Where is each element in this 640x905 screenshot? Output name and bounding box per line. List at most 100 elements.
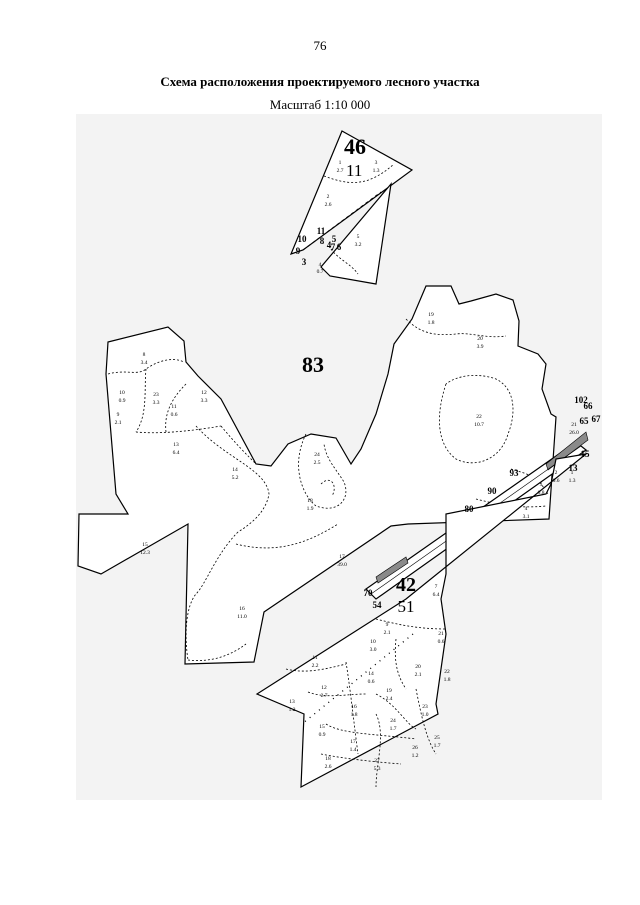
plot-label-id: 26	[412, 745, 418, 751]
plot-label-id: 17	[350, 739, 356, 745]
corridor-label: 66	[584, 401, 594, 411]
plot-label-area: 2.7	[321, 693, 328, 699]
plot-label-id: 19	[428, 312, 434, 318]
plot-label-area: 1.9	[307, 506, 314, 512]
plot-label-id: 22	[476, 414, 482, 420]
plot-label-id: 10	[119, 390, 125, 396]
plot-label-area: 6.4	[173, 450, 180, 456]
plot-label-id: 23	[153, 392, 159, 398]
plot-label-area: 3.9	[477, 344, 484, 350]
corridor-label: 13	[569, 463, 579, 473]
plot-label-area: 1.7	[434, 743, 441, 749]
corridor-label: 80	[465, 504, 475, 514]
plot-label-area: 1.0	[422, 712, 429, 718]
plot-label-id: 20	[415, 664, 421, 670]
corridor-label: 11	[317, 226, 326, 236]
plot-label-id: 11	[171, 404, 177, 410]
corridor-label: 7	[331, 242, 336, 252]
plot-label-area: 26.0	[569, 430, 579, 436]
plot-label-area: 3.3	[153, 400, 160, 406]
plot-label-area: 12.3	[140, 550, 150, 556]
corridor-label: 70	[364, 588, 374, 598]
parcel-46-lower	[320, 181, 392, 285]
parcel-42	[255, 453, 589, 789]
corridor-hatched-segment	[375, 556, 409, 584]
plot-label-area: 1.3	[569, 478, 576, 484]
corridor-label: 8	[320, 236, 325, 246]
corridor-label: 3	[302, 257, 307, 267]
plot-label-area: 39.0	[337, 562, 347, 568]
plot-label-id: 9	[117, 412, 120, 418]
corridor-labels: 10 11 8 5 9 4 7 6 3 70 54 102 67 66 65 1…	[296, 226, 601, 610]
plot-label-area: 3.0	[370, 647, 377, 653]
page-number: 76	[313, 38, 327, 53]
corridor-label: 4	[327, 240, 332, 250]
corridor-label: 65	[580, 416, 590, 426]
plot-label-id: 13	[289, 699, 295, 705]
plot-label-area: 3.1	[523, 514, 530, 520]
plot-label-area: 1.8	[444, 677, 451, 683]
plot-label-area: 0.6	[368, 679, 375, 685]
plot-label-area: 5.2	[232, 475, 239, 481]
quarter-42-number: 42	[396, 574, 416, 596]
plot-label-id: 10	[370, 639, 376, 645]
parcel-42-inner-boundaries	[285, 618, 447, 788]
plot-label-area: 2.2	[312, 663, 319, 669]
parcel-83-inner-boundaries	[107, 318, 549, 661]
plot-label-id: 16	[351, 704, 357, 710]
corridor-label: 93	[510, 468, 520, 478]
plot-label-id: 12	[201, 390, 207, 396]
plot-label-id: 18	[325, 756, 331, 762]
plot-label-area: 1.3	[373, 168, 380, 174]
plot-label-area: 1.7	[390, 726, 397, 732]
plot-label-area: 2.5	[314, 460, 321, 466]
plot-label-id: 4	[525, 506, 528, 512]
corridor-label: 90	[488, 486, 498, 496]
plot-label-area: 0.6	[171, 412, 178, 418]
plot-label-id: 3	[540, 482, 543, 488]
plot-label-area: 2.1	[415, 672, 422, 678]
plot-label-area: 0.8	[538, 490, 545, 496]
plot-label-id: 24	[314, 452, 320, 458]
plot-label-id: 15	[319, 724, 325, 730]
plot-label-id: 18	[307, 498, 313, 504]
map-canvas: 46 11 83 42 51 12.7 31.3 22.6 53.2 40.7 …	[77, 130, 601, 789]
plot-label-id: 22	[444, 669, 450, 675]
quarter-42-sub: 51	[398, 597, 415, 616]
plot-label-id: 11	[312, 655, 318, 661]
corridor-label: 5	[332, 234, 337, 244]
plot-label-area: 2.1	[115, 420, 122, 426]
plot-label-area: 3.4	[141, 360, 148, 366]
quarter-46-sub: 11	[346, 161, 362, 180]
corridor-label: 54	[373, 600, 383, 610]
parcel-46-inner-boundary	[330, 248, 359, 275]
plot-label-area: 2.7	[337, 168, 344, 174]
corridor-label: 15	[581, 449, 591, 459]
plot-label-area: 1.8	[351, 712, 358, 718]
parcel-46-cut-line	[302, 191, 382, 251]
plot-label-id: 20	[477, 336, 483, 342]
plot-label-area: 0.9	[119, 398, 126, 404]
plot-label-area: 2.1	[384, 630, 391, 636]
plot-label-id: 2	[327, 194, 330, 200]
plot-label-area: 1.2	[412, 753, 419, 759]
plot-label-id: 16	[239, 606, 245, 612]
plot-label-id: 8	[143, 352, 146, 358]
plot-label-id: 13	[173, 442, 179, 448]
plot-label-id: 5	[357, 234, 360, 240]
quarter-46-number: 46	[344, 134, 366, 159]
plot-label-area: 1.2	[289, 707, 296, 713]
corridor-label: 9	[296, 246, 301, 256]
plot-label-area: 2.6	[325, 202, 332, 208]
plot-label-area: 6.4	[433, 592, 440, 598]
plot-label-id: 17	[339, 554, 345, 560]
plot-label-area: 2.6	[325, 764, 332, 770]
plot-label-id: 14	[232, 467, 238, 473]
plot-label-id: 21	[571, 422, 577, 428]
plot-label-id: 12	[321, 685, 327, 691]
plot-label-area: 10.7	[474, 422, 484, 428]
plot-label-area: 3.3	[201, 398, 208, 404]
plot-label-id: 25	[434, 735, 440, 741]
plot-label-id: 1	[339, 160, 342, 166]
